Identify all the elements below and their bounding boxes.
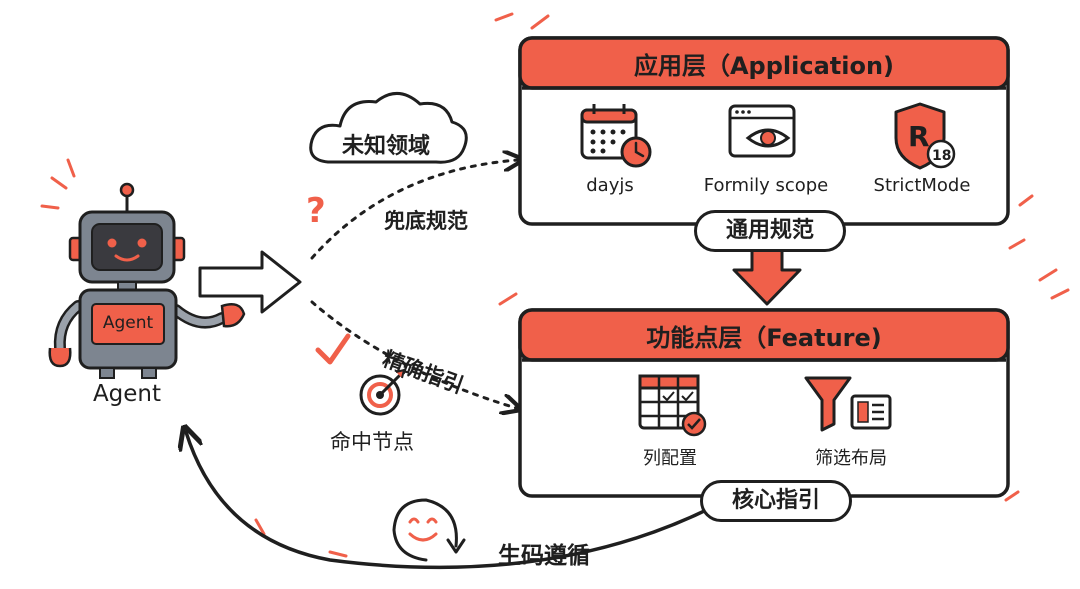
shield-number: 18 [932, 148, 951, 164]
follow-label: 生码遵循 [498, 543, 590, 569]
check-mark-icon [315, 333, 351, 365]
return-arrow [186, 432, 732, 570]
feature-layer-pill: 核心指引 [700, 480, 852, 522]
agent-robot-icon [48, 182, 246, 379]
smiley-icon [392, 498, 466, 562]
app-item-formily: Formily scope [703, 175, 829, 196]
feature-layer-box [518, 308, 1010, 498]
dotted-arrow-down [310, 300, 516, 408]
app-layer-pill: 通用规范 [694, 210, 846, 252]
hit-node-label: 命中节点 [330, 430, 414, 454]
dotted-arrow-up [310, 160, 518, 260]
app-layer-title: 应用层（Application) [633, 52, 895, 80]
cloud-label: 未知领域 [341, 134, 430, 159]
agent-label: Agent [92, 381, 162, 407]
app-item-strictmode: StrictMode [873, 175, 971, 196]
calendar-clock-icon [580, 104, 652, 168]
feature-layer-title: 功能点层（Feature) [646, 324, 882, 352]
agent-badge: Agent [102, 313, 154, 333]
table-check-icon [638, 374, 707, 437]
feature-item-columns: 列配置 [643, 448, 697, 469]
question-mark-icon: ? [306, 191, 326, 231]
funnel-layout-icon [804, 376, 892, 432]
sparkle-marks [40, 12, 1070, 558]
hollow-arrow [198, 250, 302, 314]
feature-item-filter: 筛选布局 [815, 448, 887, 469]
shield-r-18-icon: R 18 [894, 102, 956, 170]
cloud-shape [309, 92, 468, 164]
window-eye-icon [728, 104, 796, 158]
target-icon [359, 368, 406, 416]
fallback-label: 兜底规范 [384, 209, 468, 233]
app-item-dayjs: dayjs [586, 175, 634, 196]
shield-letter: R [908, 120, 930, 153]
